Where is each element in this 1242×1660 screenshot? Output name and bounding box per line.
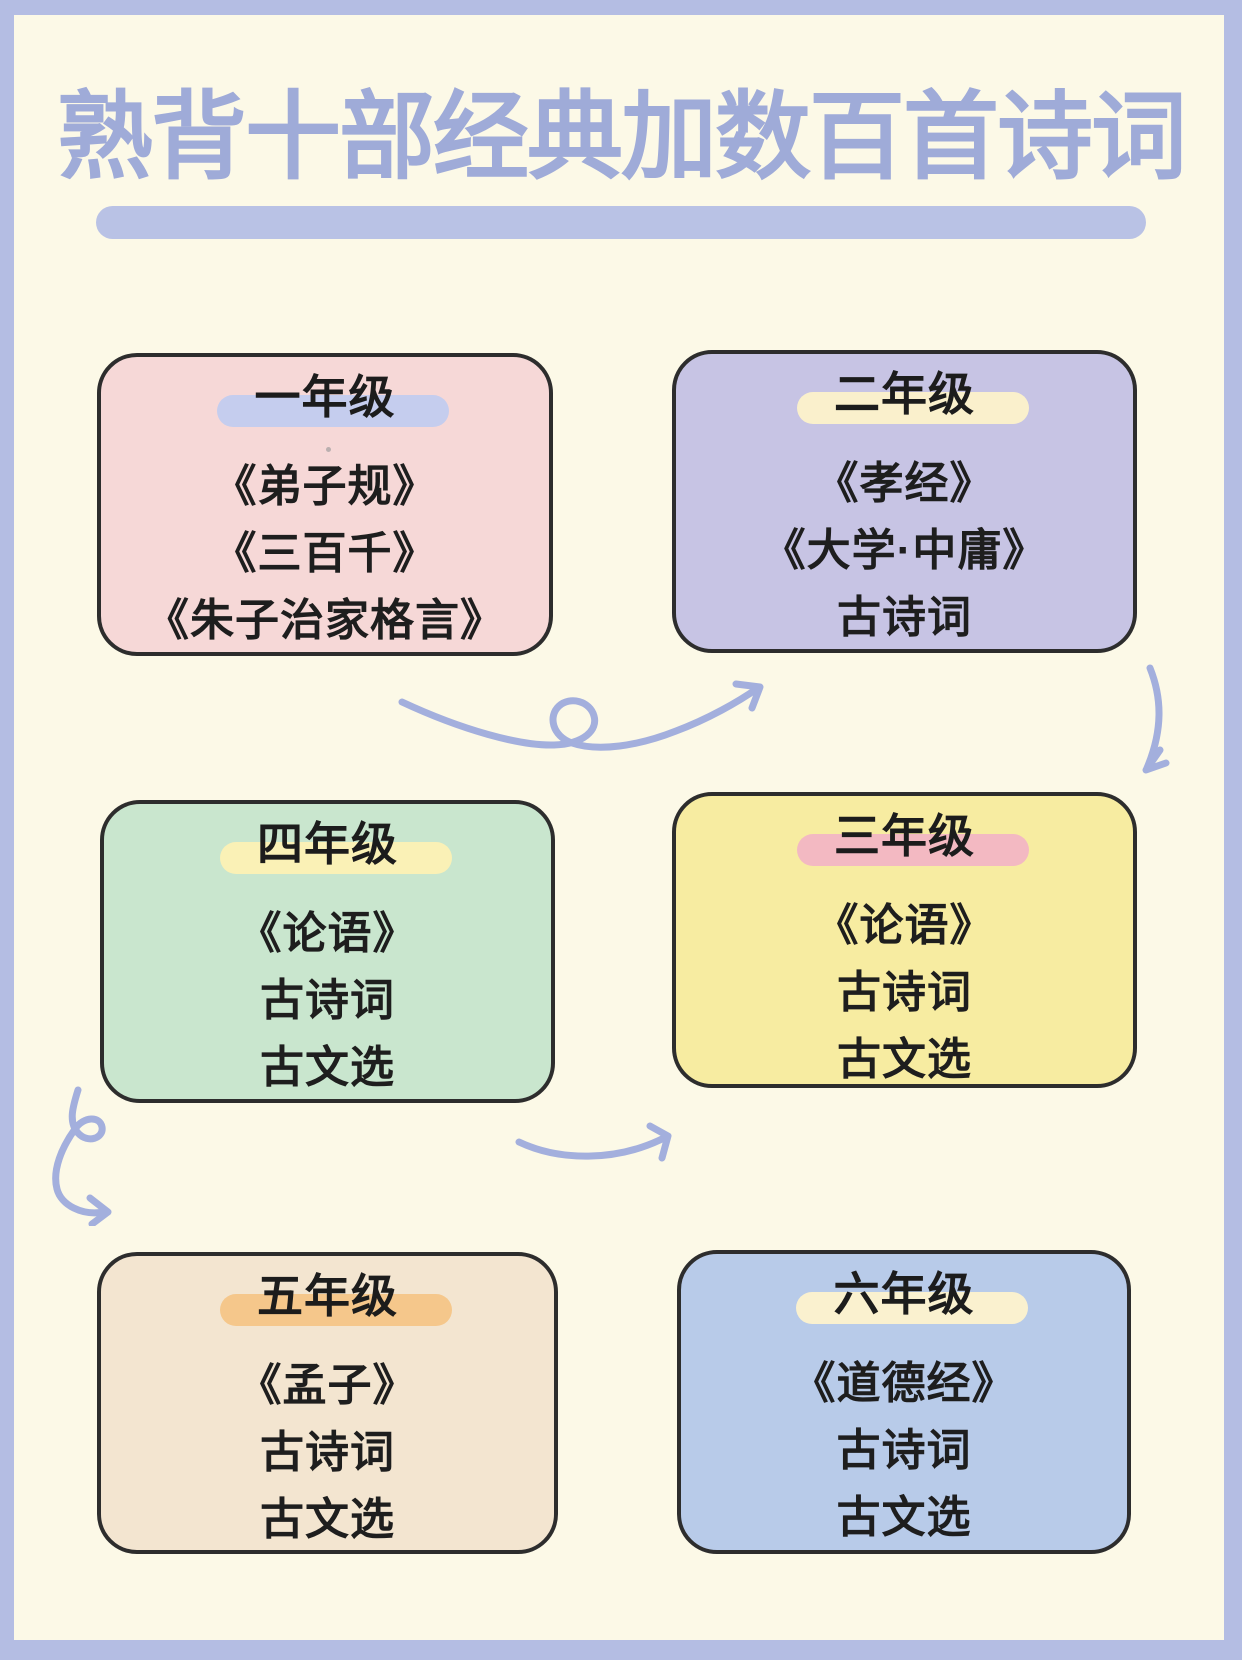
book-item: 《大学·中庸》 xyxy=(761,526,1048,575)
card-grade-5: 五年级 《孟子》 古诗词 古文选 xyxy=(97,1252,558,1554)
card-grade-1: 一年级 《弟子规》 《三百千》 《朱子治家格言》 xyxy=(97,353,553,656)
book-item: 古诗词 xyxy=(837,593,972,642)
header-highlight-pill xyxy=(796,392,1029,424)
book-item: 《弟子规》 xyxy=(212,462,438,511)
card-grade-4-list: 《论语》 古诗词 古文选 xyxy=(104,900,551,1101)
card-grade-1-header: 一年级 xyxy=(101,371,549,427)
card-grade-6: 六年级 《道德经》 古诗词 古文选 xyxy=(677,1250,1131,1554)
card-grade-5-title: 五年级 xyxy=(257,1270,398,1322)
card-grade-3-list: 《论语》 古诗词 古文选 xyxy=(676,892,1133,1093)
book-item: 古诗词 xyxy=(836,1426,972,1475)
card-grade-2-header: 二年级 xyxy=(676,368,1133,424)
book-item: 《朱子治家格言》 xyxy=(145,596,505,645)
book-item: 《论语》 xyxy=(814,901,995,950)
card-grade-5-list: 《孟子》 古诗词 古文选 xyxy=(101,1352,554,1553)
book-item: 古诗词 xyxy=(837,968,972,1017)
card-grade-3-title: 三年级 xyxy=(834,810,975,862)
arrow-grade1-to-grade2-icon xyxy=(398,680,764,751)
book-item: 古文选 xyxy=(260,1043,395,1092)
arrow-grade5-to-grade3-icon xyxy=(515,1122,672,1162)
book-item: 古诗词 xyxy=(260,1428,395,1477)
book-item: 古文选 xyxy=(260,1495,395,1544)
title-underline-bar xyxy=(96,206,1146,239)
page-title: 熟背十部经典加数百首诗词 xyxy=(57,84,1187,191)
card-grade-3-header: 三年级 xyxy=(676,810,1133,866)
card-grade-6-title: 六年级 xyxy=(833,1268,975,1320)
book-item: 古文选 xyxy=(836,1493,972,1542)
header-highlight-pill xyxy=(796,834,1029,866)
card-grade-4-title: 四年级 xyxy=(257,818,398,870)
card-grade-1-title: 一年级 xyxy=(254,371,396,423)
card-grade-4: 四年级 《论语》 古诗词 古文选 xyxy=(100,800,555,1103)
card-grade-6-list: 《道德经》 古诗词 古文选 xyxy=(681,1350,1127,1551)
card-grade-2-list: 《孝经》 《大学·中庸》 古诗词 xyxy=(676,450,1133,651)
book-item: 《孝经》 xyxy=(814,459,995,508)
card-grade-4-header: 四年级 xyxy=(104,818,551,874)
card-grade-1-list: 《弟子规》 《三百千》 《朱子治家格言》 xyxy=(101,453,549,654)
book-item: 《三百千》 xyxy=(212,529,438,578)
card-grade-2-title: 二年级 xyxy=(834,368,975,420)
header-highlight-pill xyxy=(217,395,449,427)
arrow-grade2-to-grade3-icon xyxy=(1142,664,1170,774)
arrow-grade4-to-grade5-icon xyxy=(52,1086,112,1226)
book-item: 《道德经》 xyxy=(791,1359,1017,1408)
header-highlight-pill xyxy=(219,842,452,874)
card-grade-6-header: 六年级 xyxy=(681,1268,1127,1324)
book-item: 《孟子》 xyxy=(237,1361,418,1410)
card-grade-3: 三年级 《论语》 古诗词 古文选 xyxy=(672,792,1137,1088)
dot-mark xyxy=(326,447,331,452)
book-item: 古诗词 xyxy=(260,976,395,1025)
book-item: 古文选 xyxy=(837,1035,972,1084)
header-highlight-pill xyxy=(796,1292,1028,1324)
card-grade-2: 二年级 《孝经》 《大学·中庸》 古诗词 xyxy=(672,350,1137,653)
book-item: 《论语》 xyxy=(237,909,418,958)
header-highlight-pill xyxy=(219,1294,452,1326)
card-grade-5-header: 五年级 xyxy=(101,1270,554,1326)
